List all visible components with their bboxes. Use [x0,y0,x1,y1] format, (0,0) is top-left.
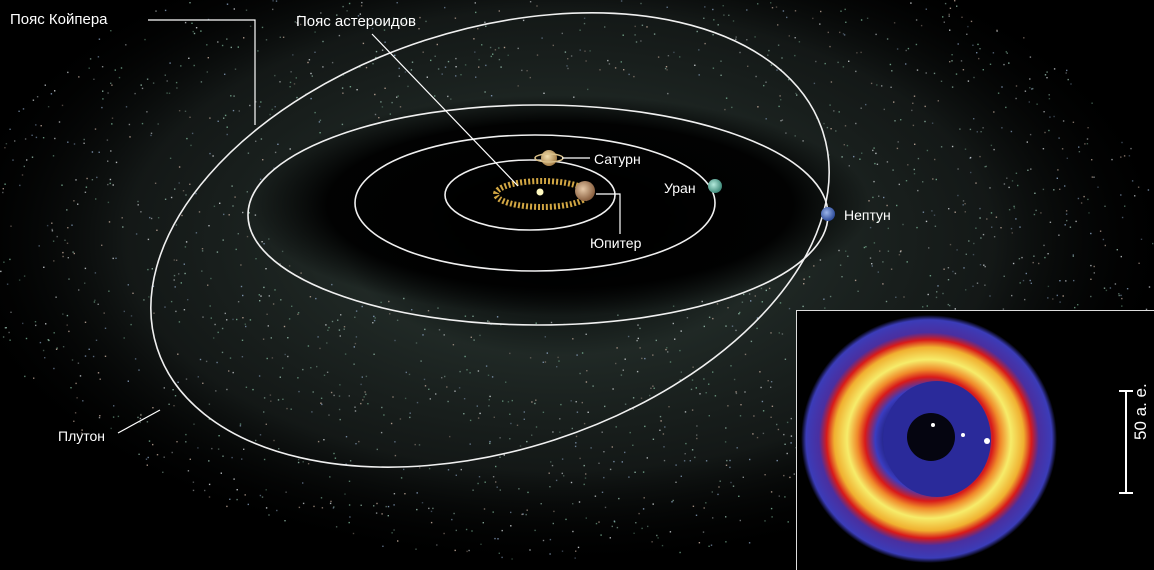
inner-system-dark-region [250,95,870,315]
debris-disk-inset [796,310,1154,570]
neptune-label: Нептун [844,207,891,223]
jupiter-leader [596,193,621,234]
clump-1 [961,433,965,437]
clump-2 [984,438,990,444]
pluto-label: Плутон [58,428,106,444]
star-dot [931,423,935,427]
asteroid-belt-leader [371,33,519,187]
debris-disk-image [801,315,1133,563]
central-star-region [907,413,955,461]
jupiter-label: Юпитер [590,235,642,251]
jupiter-planet [575,181,595,201]
kuiper-belt-label: Пояс Койпера [10,11,108,28]
saturn-label: Сатурн [594,151,641,167]
pluto-orbit [150,12,830,468]
uranus-orbit [354,134,716,272]
saturn-orbit [444,159,616,231]
asteroid-belt-label: Пояс астероидов [296,13,416,30]
neptune-planet [821,207,835,221]
pluto-leader [117,409,161,434]
uranus-planet [708,179,722,193]
kuiper-belt-leader [148,19,256,125]
uranus-label: Уран [664,180,696,196]
sun [536,188,544,196]
scale-label: 50 а. е. [1131,383,1150,440]
saturn-planet [541,150,557,166]
